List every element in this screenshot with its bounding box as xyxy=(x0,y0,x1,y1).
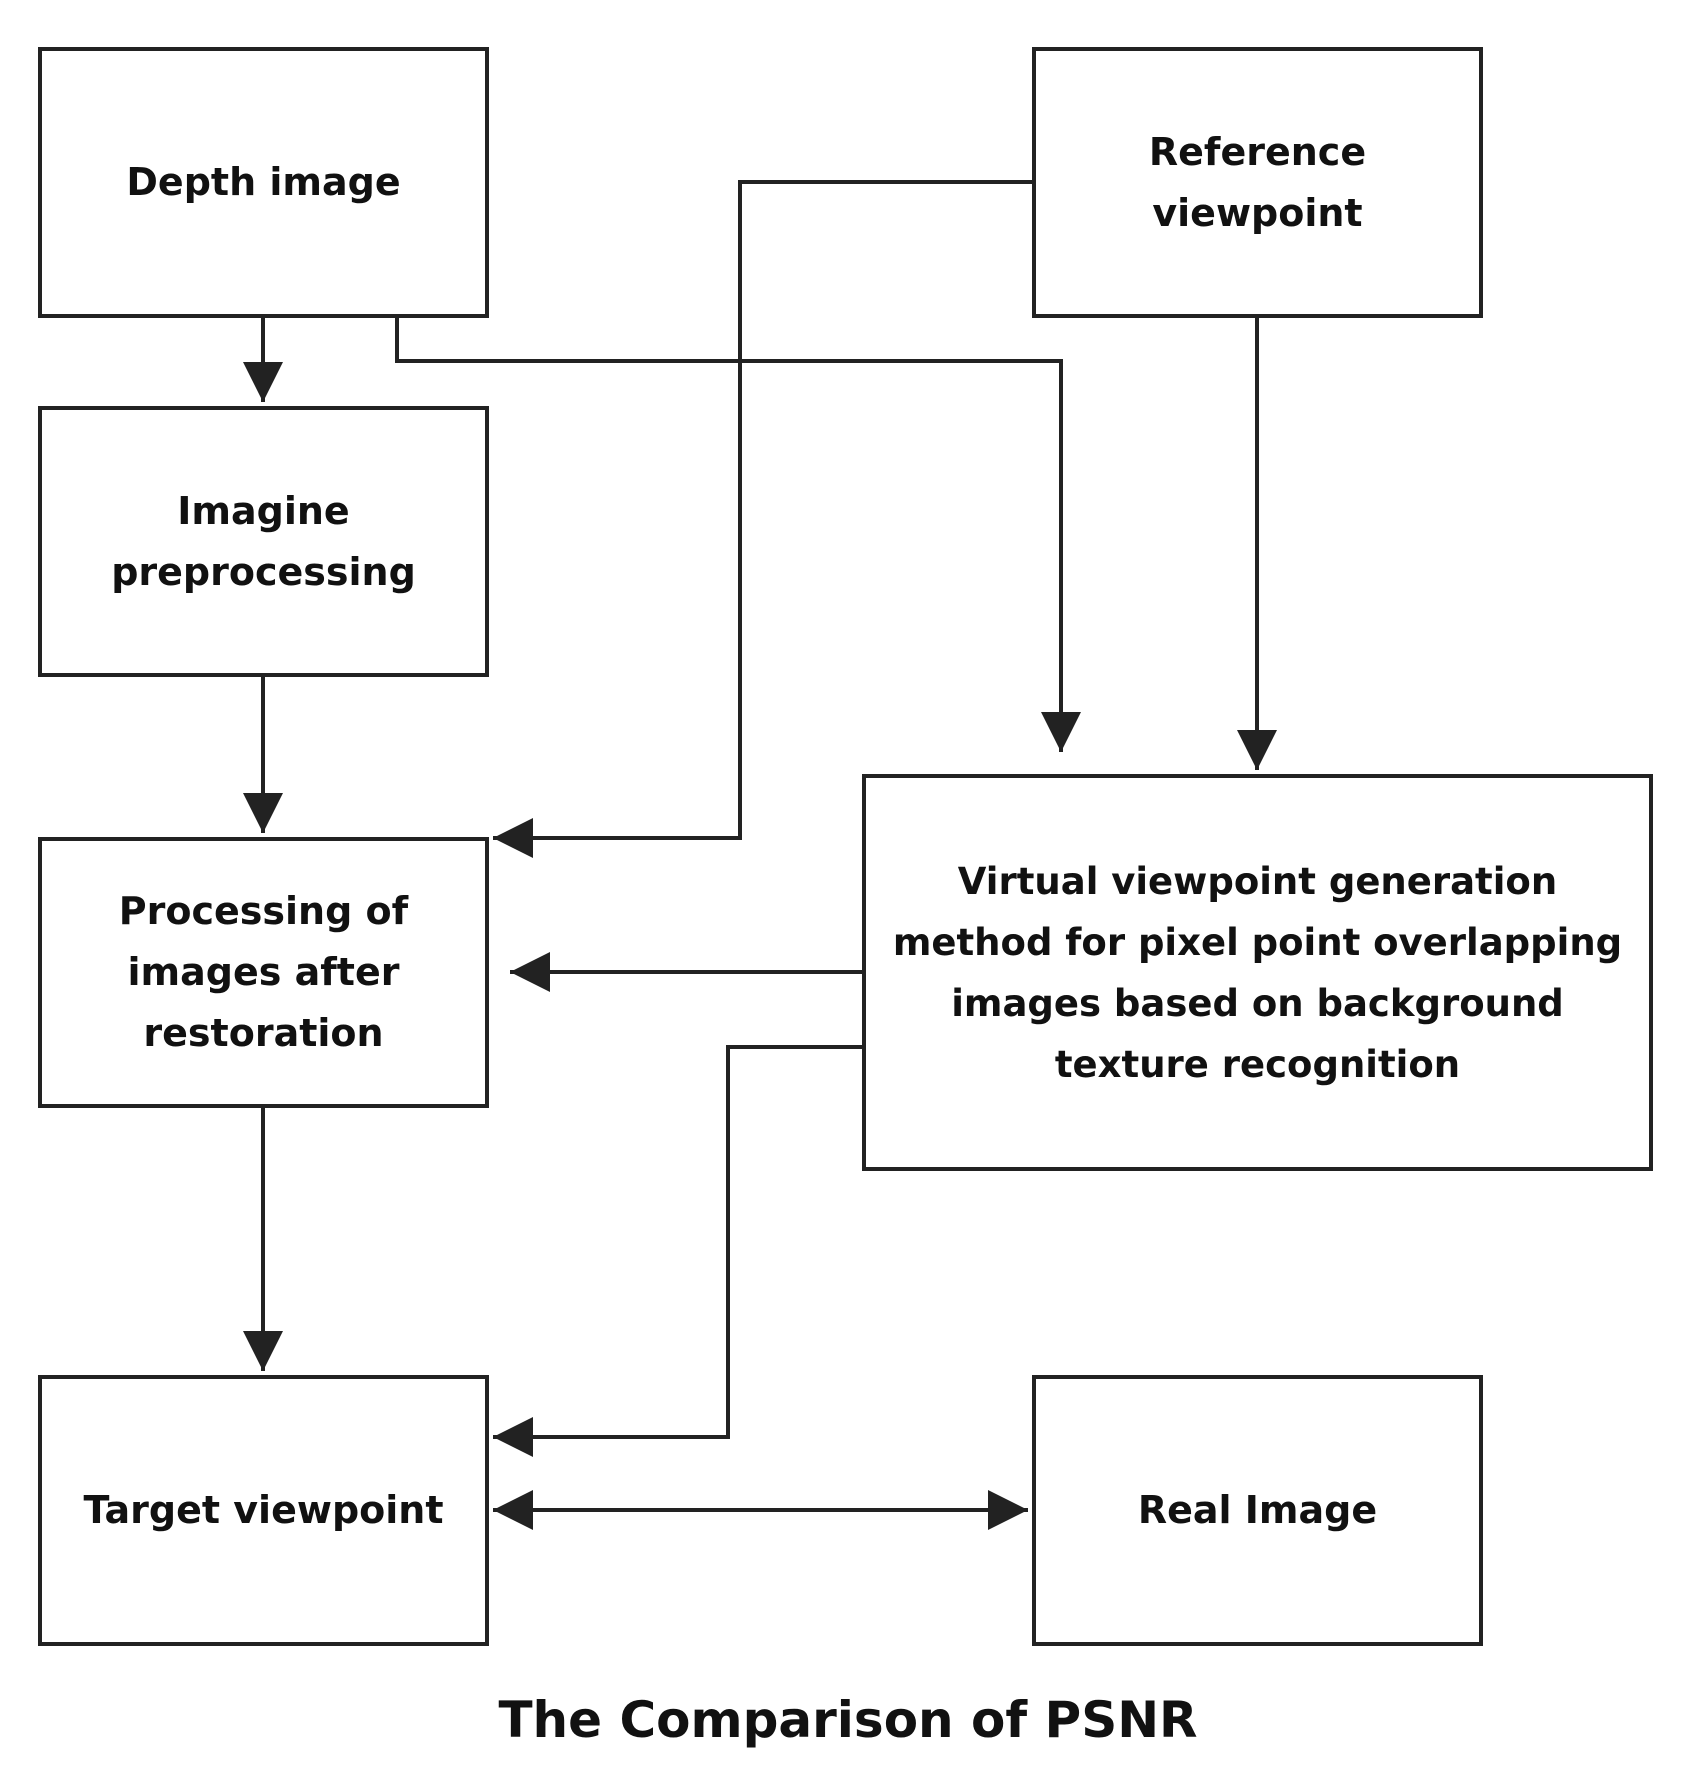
node-image-preprocessing: Imagine preprocessing xyxy=(38,406,489,677)
node-real-image: Real Image xyxy=(1032,1375,1483,1646)
node-label: Processing of images after restoration xyxy=(118,889,409,1055)
node-label: Real Image xyxy=(1137,1488,1378,1532)
node-depth-image: Depth image xyxy=(38,47,489,318)
node-virtual-viewpoint-method: Virtual viewpoint generation method for … xyxy=(862,774,1653,1171)
node-label: Reference viewpoint xyxy=(1148,129,1367,235)
diagram-caption: The Comparison of PSNR xyxy=(498,1691,1198,1749)
node-processing-after-restoration: Processing of images after restoration xyxy=(38,837,489,1108)
node-label: Imagine preprocessing xyxy=(111,488,416,594)
node-reference-viewpoint: Reference viewpoint xyxy=(1032,47,1483,318)
edge-reference-to-processing xyxy=(493,180,1032,858)
node-label: Virtual viewpoint generation method for … xyxy=(892,859,1623,1086)
node-label: Target viewpoint xyxy=(83,1488,444,1532)
node-target-viewpoint: Target viewpoint xyxy=(38,1375,489,1646)
edge-depth-to-virtual xyxy=(395,318,1081,752)
edge-virtual-to-target xyxy=(493,1045,862,1457)
node-label: Depth image xyxy=(126,160,401,204)
